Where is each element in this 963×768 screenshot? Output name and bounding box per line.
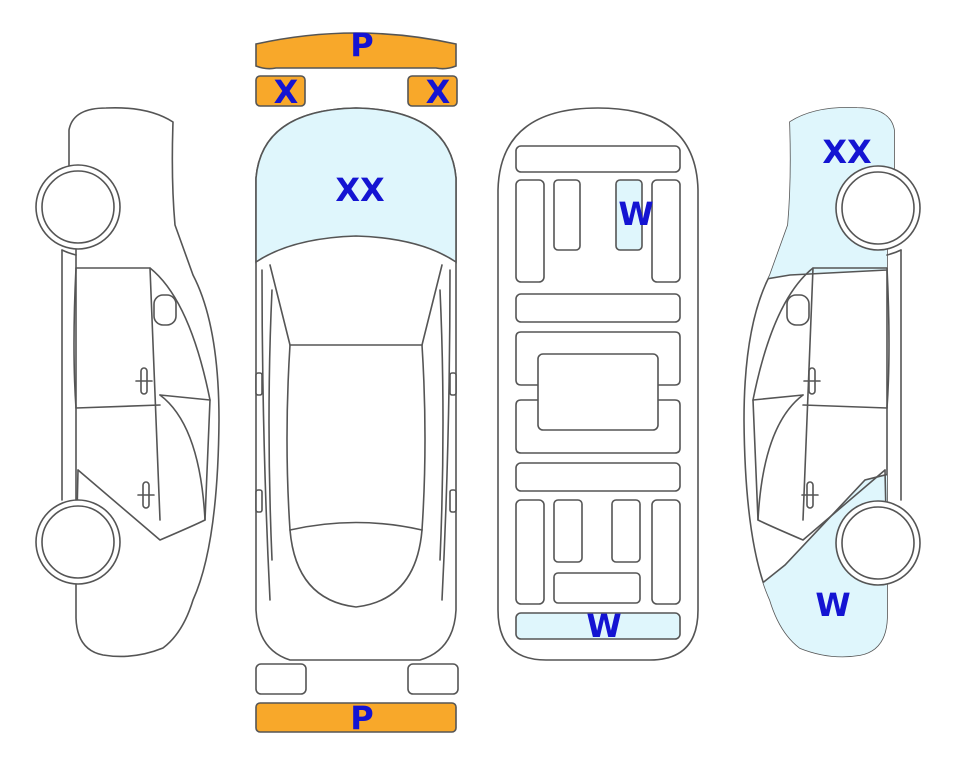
trunk-floor [515, 612, 681, 640]
front-right-part-label: X [426, 73, 451, 111]
interior-seat-label: W [618, 195, 653, 233]
right-front-wheel [835, 165, 921, 251]
top-view: P X X XX P [255, 26, 459, 737]
rear-left-part [255, 663, 307, 695]
hood [255, 107, 457, 264]
front-right-part [407, 75, 458, 107]
left-front-wheel [35, 164, 121, 250]
front-left-part [255, 75, 306, 107]
right-rear-quarter-label: W [815, 586, 850, 624]
interior-seat [615, 179, 643, 251]
right-rear-wheel [835, 500, 921, 586]
left-side-view [35, 106, 220, 658]
right-side-view: XX W [743, 106, 921, 658]
interior-view: W W [497, 107, 699, 661]
front-left-part-label: X [274, 73, 299, 111]
rear-right-part [407, 663, 459, 695]
hood-label: XX [335, 171, 385, 209]
left-rear-wheel [35, 499, 121, 585]
trunk-floor-label: W [586, 607, 621, 645]
rear-bumper [255, 702, 457, 733]
right-front-fender-label: XX [822, 133, 872, 171]
rear-bumper-label: P [350, 699, 373, 737]
front-bumper-label: P [350, 26, 373, 64]
front-bumper [255, 32, 457, 70]
